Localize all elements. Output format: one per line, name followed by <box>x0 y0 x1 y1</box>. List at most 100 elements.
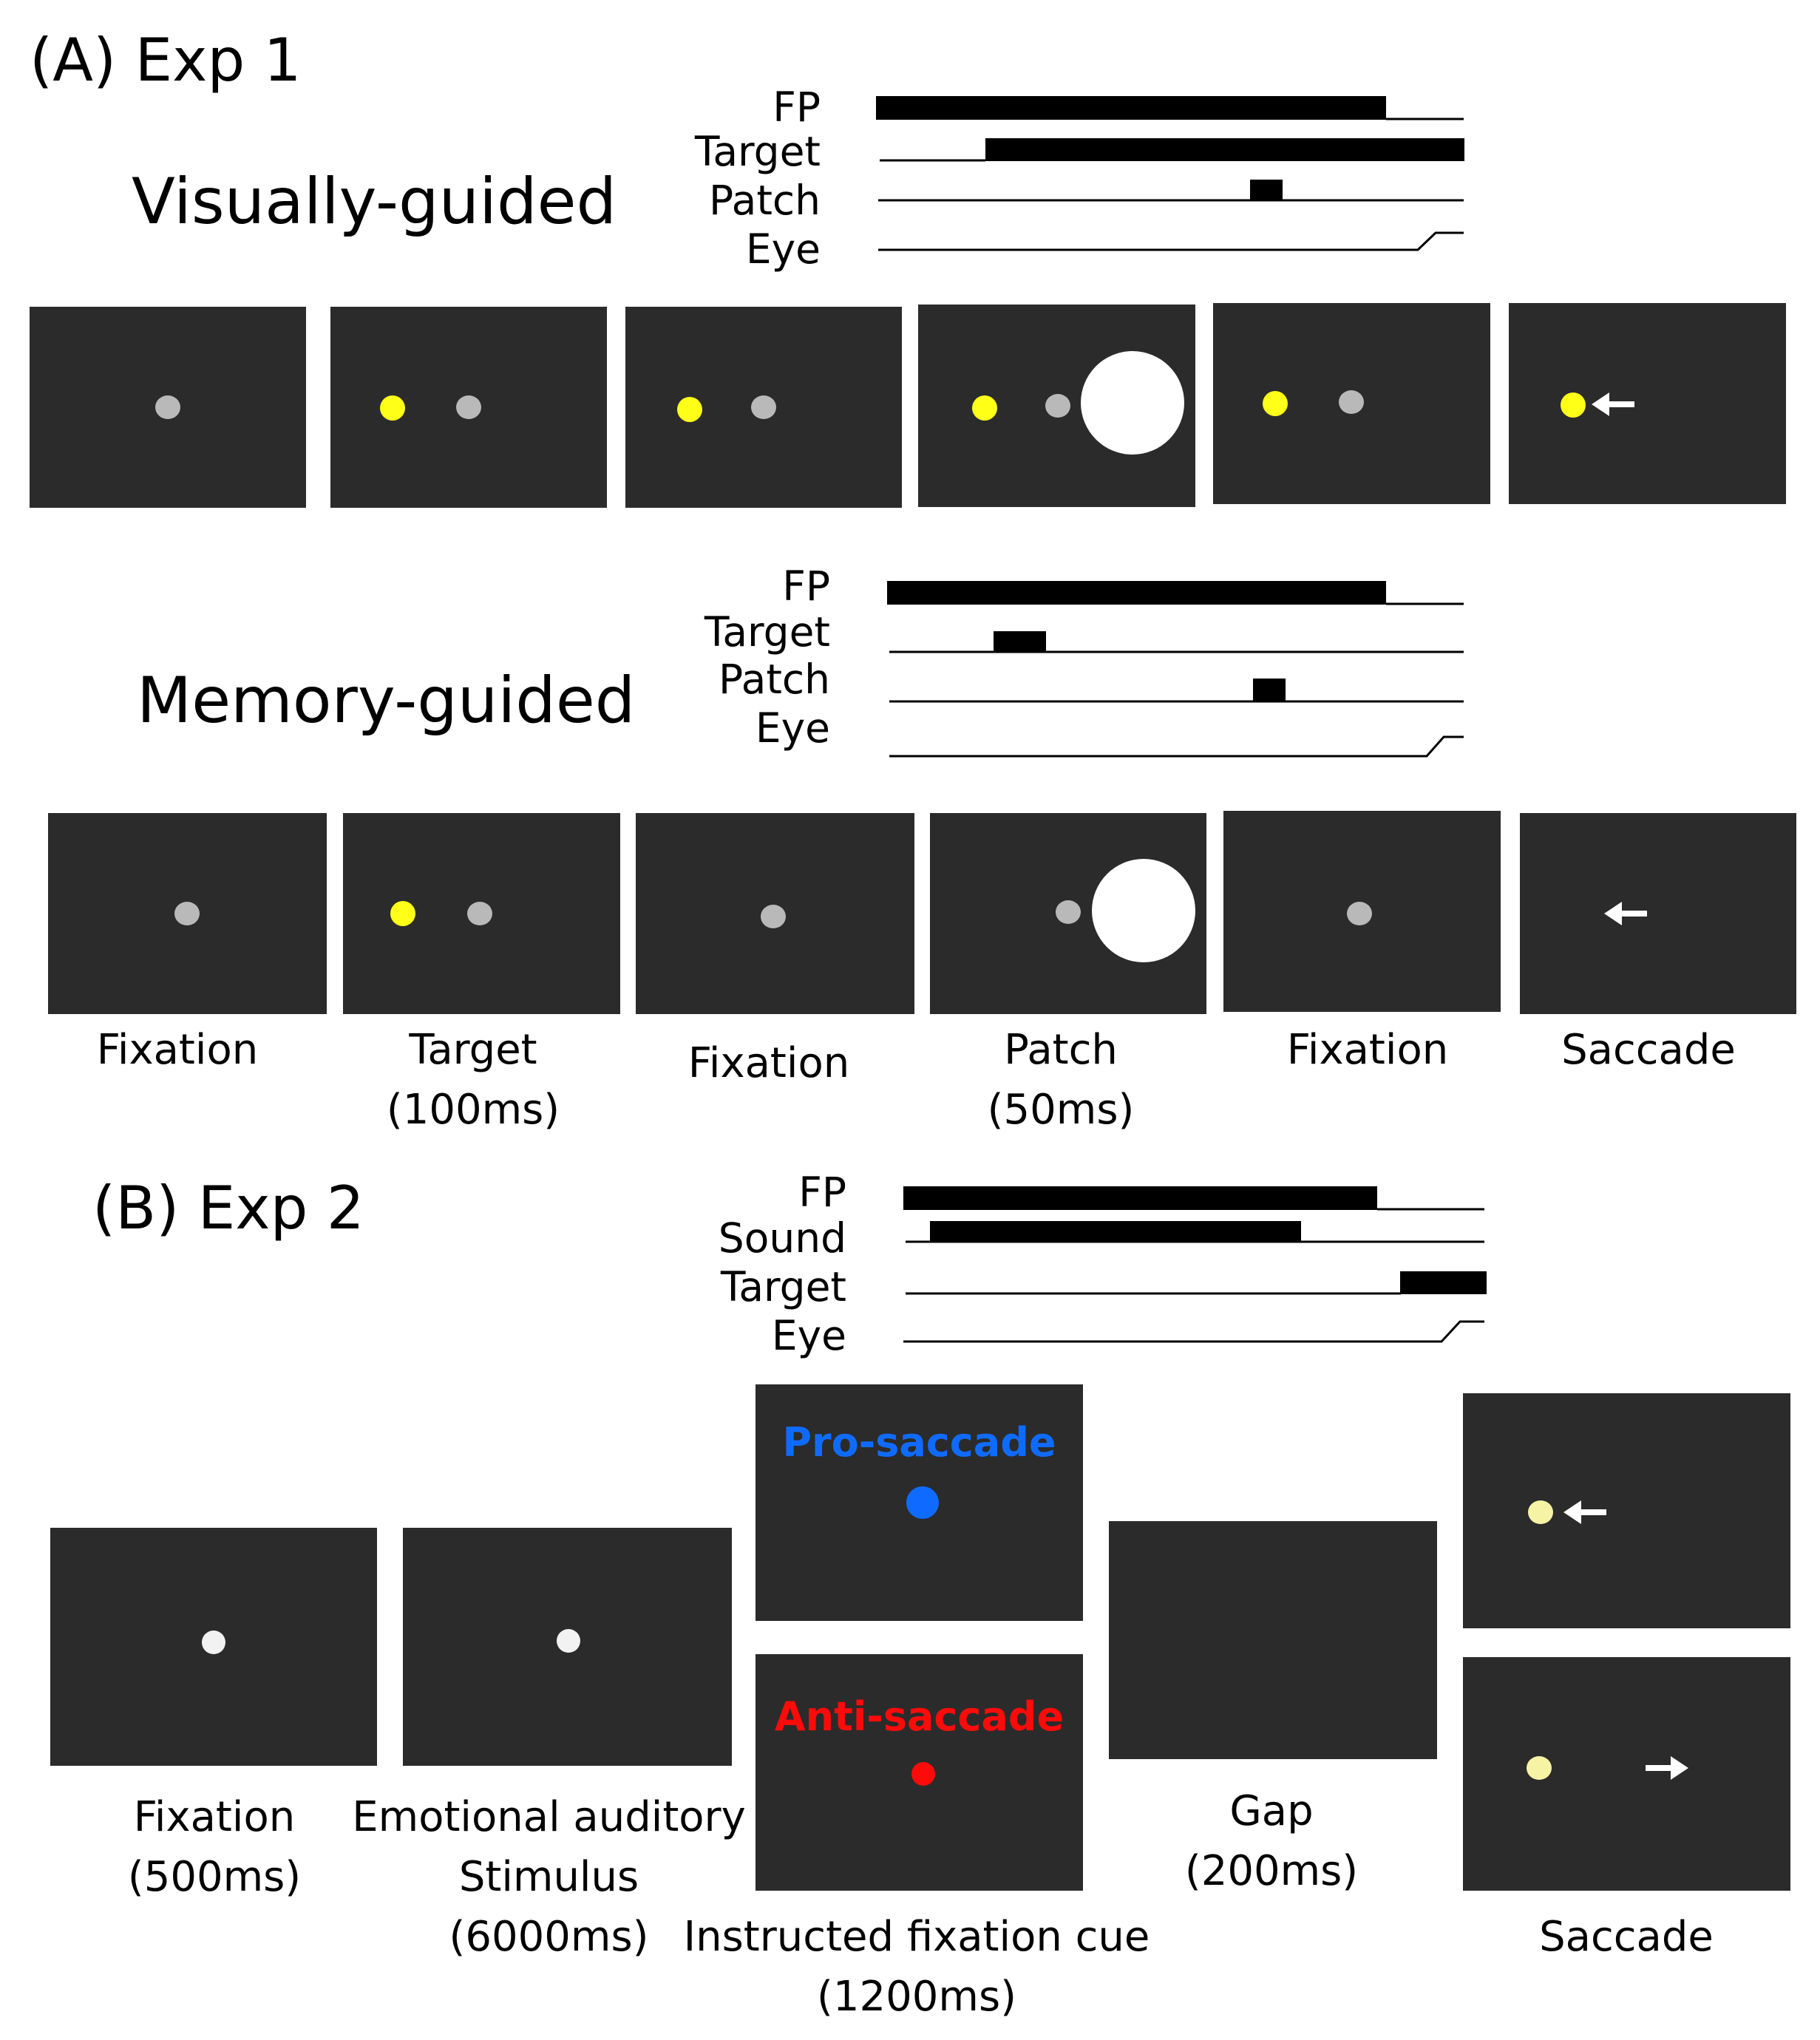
target-dot <box>1263 391 1288 416</box>
caption-line: Fixation <box>1286 1026 1449 1074</box>
fixation-dot <box>751 395 776 419</box>
timeline-label-fp: FP <box>773 84 821 131</box>
target-dot <box>972 395 997 421</box>
fixation-dot <box>1339 390 1364 414</box>
exp2-panel-anti-saccade-cue: Anti-saccade <box>755 1654 1083 1891</box>
memory-panel-1 <box>48 813 327 1014</box>
caption-exp2-gap: Gap (200ms) <box>1124 1781 1419 1901</box>
arrow-left-icon <box>1563 1500 1606 1524</box>
visual-panel-1 <box>30 307 306 508</box>
caption-line: Patch <box>1004 1026 1118 1074</box>
exp2-panel-gap <box>1109 1521 1437 1759</box>
trace-fp <box>876 96 1464 120</box>
caption-line: Gap <box>1229 1787 1314 1835</box>
target-dot <box>1527 1756 1552 1780</box>
visual-panel-4 <box>918 305 1195 507</box>
trace-target <box>906 1271 1487 1295</box>
caption-fixation-1: Fixation <box>30 1020 325 1080</box>
caption-target: Target (100ms) <box>325 1020 621 1140</box>
fixation-dot <box>761 905 786 928</box>
trace-target <box>889 631 1464 653</box>
visual-panel-3 <box>625 307 902 508</box>
timeline-label-eye: Eye <box>771 1312 846 1359</box>
trace-sound <box>906 1221 1484 1243</box>
caption-patch: Patch (50ms) <box>913 1020 1209 1140</box>
patch-circle <box>1092 859 1195 962</box>
trace-fp <box>887 581 1464 605</box>
timeline-label-fp: FP <box>798 1169 846 1216</box>
caption-line: (200ms) <box>1184 1847 1359 1896</box>
pro-saccade-label: Pro-saccade <box>782 1419 1056 1466</box>
caption-line: Target <box>409 1026 537 1074</box>
exp2-panel-pro-saccade <box>1463 1393 1790 1628</box>
caption-exp2-auditory: Emotional auditory Stimulus (6000ms) <box>347 1787 750 1968</box>
timeline-label-target: Target <box>704 608 830 656</box>
caption-line: Emotional auditory <box>352 1793 746 1841</box>
section-title-exp2: (B) Exp 2 <box>92 1174 364 1242</box>
fixation-dot <box>174 902 200 925</box>
fixation-dot <box>456 395 481 419</box>
visual-panel-5 <box>1213 303 1490 504</box>
visual-panel-2 <box>330 307 607 508</box>
caption-saccade: Saccade <box>1501 1020 1796 1080</box>
caption-line: Fixation <box>96 1026 259 1074</box>
arrow-left-icon <box>1592 392 1634 416</box>
exp2-panel-anti-saccade <box>1463 1657 1790 1891</box>
trace-fp <box>903 1186 1484 1211</box>
fixation-dot <box>155 395 180 419</box>
timeline-label-patch: Patch <box>718 656 830 703</box>
caption-fixation-2: Fixation <box>621 1033 917 1093</box>
memory-panel-6 <box>1520 813 1796 1014</box>
visual-panel-6 <box>1509 303 1786 504</box>
condition-title-memory: Memory-guided <box>137 664 636 738</box>
caption-line: Fixation <box>133 1793 296 1841</box>
caption-line: (100ms) <box>386 1086 560 1135</box>
caption-line: Instructed fixation cue <box>683 1913 1150 1961</box>
caption-exp2-fixation: Fixation (500ms) <box>67 1787 362 1907</box>
timeline-label-eye: Eye <box>755 704 830 752</box>
caption-fixation-3: Fixation <box>1220 1020 1515 1080</box>
memory-panel-2 <box>343 813 620 1014</box>
fixation-dot <box>467 902 492 925</box>
caption-line: (50ms) <box>987 1086 1135 1135</box>
fixation-dot <box>1045 394 1070 418</box>
caption-line: (6000ms) <box>449 1913 649 1962</box>
caption-exp2-cue: Instructed fixation cue (1200ms) <box>680 1907 1153 2027</box>
target-dot <box>1528 1500 1553 1524</box>
target-dot <box>677 397 702 422</box>
fixation-dot <box>202 1631 225 1654</box>
timeline-label-target: Target <box>720 1263 846 1310</box>
memory-panel-4 <box>930 813 1206 1014</box>
timeline-label-fp: FP <box>782 562 830 610</box>
caption-exp2-saccade: Saccade <box>1478 1907 1774 1967</box>
caption-line: Saccade <box>1539 1913 1714 1961</box>
caption-line: Saccade <box>1561 1026 1736 1074</box>
trace-eye <box>889 735 1464 758</box>
timeline-label-target: Target <box>694 128 821 175</box>
target-dot <box>380 395 405 421</box>
caption-line: (500ms) <box>127 1853 302 1902</box>
timeline-memory-traces <box>887 581 1464 758</box>
patch-circle <box>1081 351 1184 455</box>
section-title-exp1: (A) Exp 1 <box>30 26 302 95</box>
memory-panel-3 <box>636 813 914 1014</box>
exp2-panel-fixation <box>50 1528 377 1766</box>
trace-eye <box>878 231 1464 251</box>
caption-line: Fixation <box>687 1039 850 1087</box>
trace-patch <box>878 180 1464 202</box>
exp2-panel-auditory <box>403 1528 732 1766</box>
target-dot <box>390 901 415 926</box>
trace-eye <box>903 1320 1484 1343</box>
memory-panel-5 <box>1223 811 1501 1012</box>
condition-title-visual: Visually-guided <box>132 165 617 239</box>
arrow-right-icon <box>1646 1756 1688 1780</box>
caption-line: (1200ms) <box>817 1973 1016 2022</box>
exp2-panel-pro-saccade-cue: Pro-saccade <box>755 1384 1083 1621</box>
trace-target <box>880 138 1464 162</box>
trace-patch <box>889 679 1464 703</box>
anti-saccade-dot <box>911 1762 935 1786</box>
timeline-label-patch: Patch <box>708 177 821 224</box>
target-dot <box>1561 392 1586 418</box>
timeline-label-eye: Eye <box>745 225 821 273</box>
